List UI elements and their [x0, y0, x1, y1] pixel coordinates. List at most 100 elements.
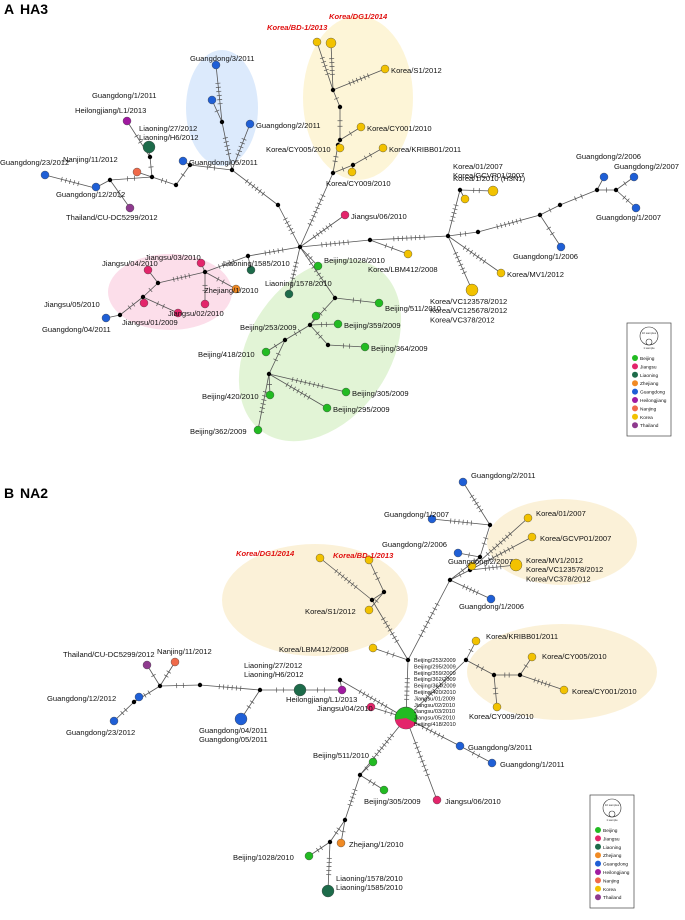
median-vector-node [558, 203, 562, 207]
legend-item-label: Jiangsu [603, 836, 620, 842]
mutation-tick [473, 252, 476, 256]
mutation-tick [278, 248, 279, 253]
legend-item-label: Korea [640, 415, 653, 421]
mutation-tick [489, 565, 490, 570]
mutation-tick [472, 499, 476, 502]
strain-label: Korea/CY005/2010 [266, 145, 331, 154]
haplotype-node-guangdong [208, 96, 216, 104]
strain-label-line: Korea/CY001/2010 [572, 687, 637, 696]
legend-swatch-korea [632, 414, 638, 420]
strain-label-line: Guangdong/04/2011 [199, 726, 268, 735]
haplotype-node-guangdong [632, 204, 640, 212]
mutation-tick [326, 226, 329, 230]
strain-label: Guangdong/3/2011 [468, 743, 532, 752]
strain-label-line: Korea/BD-1/2013 [333, 551, 394, 560]
mutation-tick [390, 632, 394, 635]
strain-label-line: Liaoning/1585/2010 [336, 883, 403, 892]
network-edge [360, 775, 384, 790]
haplotype-node-guangdong [454, 549, 462, 557]
haplotype-node-guangdong [135, 693, 143, 701]
strain-label-line: Guangdong/1/2011 [92, 91, 156, 100]
panel-a-title: HA3 [20, 1, 48, 17]
strain-label: Beijing/362/2009 [190, 427, 247, 436]
network-edge [152, 177, 176, 185]
strain-label-line: Liaoning/1578/2010 [265, 279, 332, 288]
strain-label: Beijing/511/2010 [313, 751, 369, 760]
median-vector-node [368, 238, 372, 242]
haplotype-node-korea [488, 186, 498, 196]
median-vector-node [492, 673, 496, 677]
mutation-tick [474, 502, 478, 505]
haplotype-node-guangdong [41, 171, 49, 179]
network-edge [448, 232, 478, 236]
haplotype-node-jiangsu [341, 211, 349, 219]
strain-label-line: Guangdong/3/2011 [190, 54, 254, 63]
strain-label: Jiangsu/06/2010 [351, 212, 407, 221]
legend-swatch-liaoning [632, 372, 638, 378]
mutation-tick [249, 182, 252, 186]
legend-item-label: Heilongjiang [640, 398, 667, 404]
strain-label: Guangdong/1/2011 [500, 760, 564, 769]
strain-label: Guangdong/3/2011 [190, 54, 254, 63]
network-edge [540, 215, 561, 247]
median-vector-node [246, 254, 250, 258]
strain-label-line: Beijing/511/2010 [385, 304, 441, 313]
network-edge [408, 580, 450, 660]
haplotype-node-beijing [361, 343, 369, 351]
legend-swatch-beijing [595, 827, 601, 833]
network-edge [560, 190, 597, 205]
median-vector-node [276, 203, 280, 207]
strain-label-line: Jiangsu/04/2010 [317, 704, 373, 713]
legend-swatch-jiangsu [595, 835, 601, 841]
strain-label-line: Jiangsu/05/2010 [44, 300, 100, 309]
strain-label-line: Korea/VC378/2012 [526, 574, 591, 583]
strain-label-line: Jiangsu/02/2010 [414, 703, 455, 709]
strain-label-line: Korea/S1/2012 [305, 607, 356, 616]
panel-a-header: A HA3 [4, 1, 48, 17]
strain-label-line: Korea/CY009/2010 [469, 712, 534, 721]
median-vector-node [464, 658, 468, 662]
strain-label: Guangdong/2/2006 [576, 152, 641, 161]
strain-label-line: Guangdong/3/2011 [468, 743, 532, 752]
haplotype-node-zhejiang [337, 839, 345, 847]
strain-label: Liaoning/1578/2010 [265, 279, 332, 288]
median-vector-node [488, 523, 492, 527]
network-edge [406, 718, 437, 800]
strain-label-line: Korea/S1/2012 [391, 66, 442, 75]
strain-label: Korea/1/2010 (H3N1) [453, 174, 526, 183]
strain-label: Guangdong/2/2007 [448, 557, 513, 566]
strain-label-line: Korea/VC378/2012 [430, 315, 495, 324]
strain-label: Beijing/305/2009 [352, 389, 409, 398]
legend-item-label: Nanjing [603, 878, 620, 884]
panel-b-header: B NA2 [4, 485, 48, 501]
strain-label-line: Guangdong/2/2007 [614, 162, 679, 171]
network-edge [370, 240, 408, 254]
strain-label-line: Jiangsu/01/2009 [122, 318, 178, 327]
strain-label-line: Guangdong/1/2006 [459, 602, 524, 611]
legend-item-label: Zhejiang [640, 381, 659, 387]
panel-a-letter: A [4, 1, 14, 17]
strain-label-line: Zhejiang/1/2010 [204, 286, 258, 295]
network-edge [160, 662, 175, 686]
strain-label: Korea/CY001/2010 [367, 124, 432, 133]
haplotype-node-guangdong [179, 157, 187, 165]
haplotype-node-guangdong [102, 314, 110, 322]
strain-label: Guangdong/1/2006 [513, 252, 578, 261]
legend-swatch-nanjing [632, 405, 638, 411]
strain-label: Korea/S1/2012 [391, 66, 442, 75]
mutation-tick [151, 674, 155, 677]
mutation-tick [395, 640, 399, 643]
strain-label-line: Beijing/359/2009 [344, 321, 401, 330]
median-vector-node [333, 296, 337, 300]
strain-label-line: Korea/1/2010 (H3N1) [453, 174, 526, 183]
strain-label-line: Beijing/253/2009 [240, 323, 297, 332]
median-vector-node [203, 270, 207, 274]
haplotype-node-guangdong [557, 243, 565, 251]
strain-label-line: Beijing/420/2010 [414, 690, 456, 696]
strain-label-line: Guangdong/2/2011 [471, 471, 535, 480]
mutation-tick [463, 520, 464, 525]
haplotype-node-guangdong [246, 120, 254, 128]
